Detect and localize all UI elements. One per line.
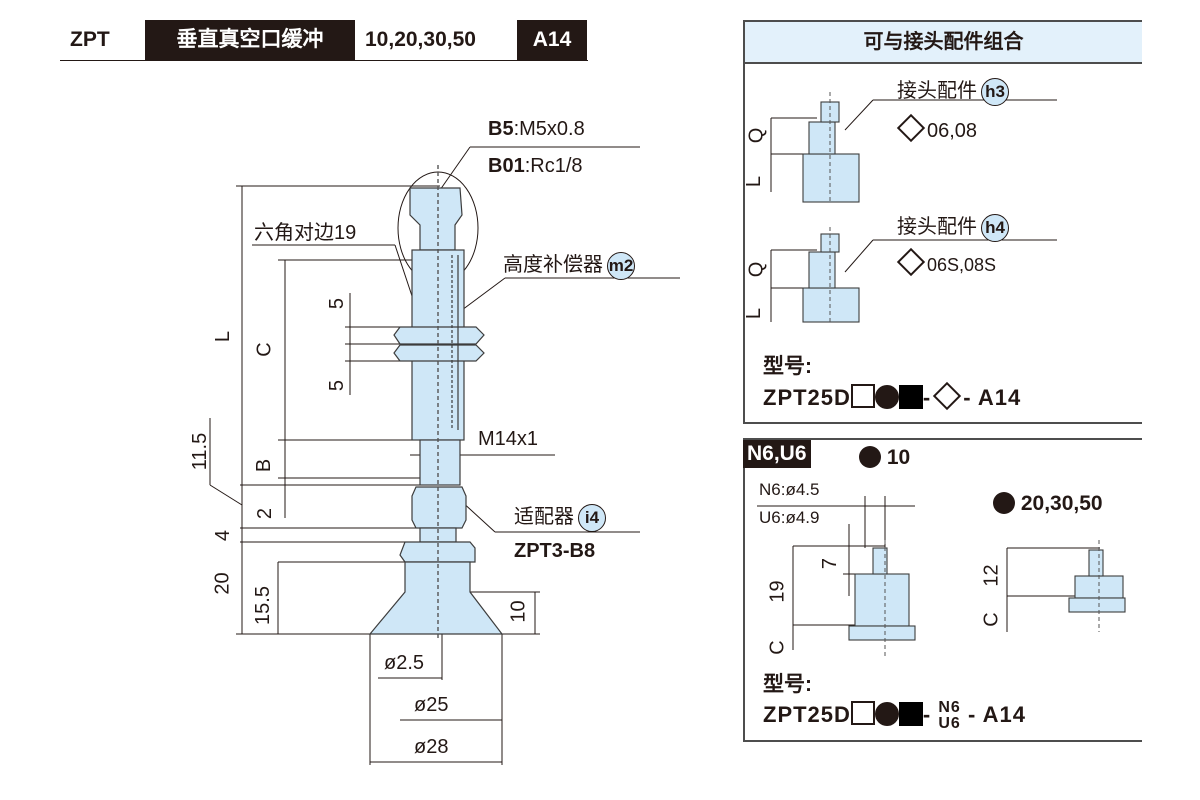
dim-C-small: C [766, 640, 789, 655]
h3-dim-L: L [743, 175, 766, 188]
square-filled-icon [898, 385, 923, 409]
barb-tag: N6,U6 [743, 440, 811, 468]
n6-diameter: N6:ø4.5 [759, 480, 820, 499]
dim-10: 10 [507, 600, 530, 623]
diamond-icon [933, 381, 962, 411]
dim-11-5: 11.5 [189, 432, 212, 471]
circle-filled-icon [874, 701, 899, 726]
dim-19: 19 [766, 580, 789, 603]
square-filled-icon [898, 701, 923, 726]
adapter-model: ZPT3-B8 [514, 540, 596, 562]
fitting-panel-title: 可与接头配件组合 [745, 22, 1142, 64]
h4-fitting-body [802, 287, 860, 323]
port-b5-code: B5 [488, 118, 514, 140]
lock-nut-lower [393, 344, 485, 362]
dim-7: 7 [819, 557, 842, 570]
h4-options: 06S,08S [895, 247, 996, 277]
dim-nut-top: 5 [326, 297, 349, 310]
callout-h4: h4 [981, 213, 1009, 242]
dim-2: 2 [254, 507, 277, 520]
h4-label-text: 接头配件 [897, 216, 977, 238]
fitting-model-label: 型号: [763, 355, 812, 378]
square-outline-icon [850, 700, 875, 725]
diamond-icon [896, 247, 926, 277]
hex-across-flats-label: 六角对边19 [254, 222, 357, 244]
size-large-label: 20,30,50 [993, 492, 1103, 516]
product-title: 垂直真空口缓冲 [145, 20, 355, 60]
dim-C: C [253, 342, 276, 357]
circle-filled-icon [874, 385, 899, 409]
port-b01-label: B01:Rc1/8 [488, 155, 583, 178]
diamond-icon [896, 113, 926, 143]
circle-filled-icon [859, 446, 881, 468]
callout-m2: m2 [607, 251, 635, 280]
barb-fitting-panel: N6,U6 10 20,30,50 N6:ø4.5 U6:ø4.9 [743, 438, 1142, 742]
callout-h3: h3 [981, 77, 1009, 106]
size-small-label: 10 [859, 446, 910, 470]
fitting-drawings [770, 92, 1057, 323]
h3-dim-Q: Q [745, 127, 768, 144]
dim-C-large: C [980, 612, 1003, 627]
adapter-hex [411, 486, 467, 529]
lock-nut-upper [393, 326, 485, 345]
u6-diameter: U6:ø4.9 [759, 508, 820, 527]
h3-label-text: 接头配件 [897, 80, 977, 102]
port-b5-spec: :M5x0.8 [513, 118, 585, 140]
h3-fitting-body [802, 153, 860, 203]
thread-label: M14x1 [478, 428, 539, 450]
circle-filled-icon [993, 492, 1015, 514]
dim-12: 12 [980, 564, 1003, 587]
port-b01-spec: :Rc1/8 [524, 155, 583, 177]
callout-i4: i4 [578, 503, 606, 532]
dim-dia-28: ø28 [414, 736, 449, 758]
barb-drawings [757, 496, 1126, 658]
dim-L: L [212, 330, 235, 343]
dim-dia-2-5: ø2.5 [384, 652, 425, 674]
top-hex-fitting [409, 187, 463, 251]
dim-15-5: 15.5 [251, 586, 274, 625]
series-label: ZPT [70, 28, 110, 51]
barb-10-nipple [872, 547, 888, 575]
dim-nut-bottom: 5 [326, 379, 349, 392]
shaft [419, 439, 461, 486]
adapter-text: 适配器 [514, 506, 574, 528]
compensator-text: 高度补偿器 [503, 254, 603, 276]
h3-fitting-nut [808, 121, 836, 155]
port-b01-code: B01 [488, 155, 525, 177]
h4-dim-L: L [743, 307, 766, 320]
barb-10-body [854, 573, 910, 627]
h3-options: 06,08 [895, 113, 977, 143]
h4-dim-Q: Q [745, 261, 768, 278]
port-b5-label: B5:M5x0.8 [488, 118, 585, 141]
model-code: A14 [517, 20, 587, 60]
main-dimension-drawing [209, 146, 680, 765]
dim-dia-25: ø25 [414, 694, 449, 716]
size-list: 10,20,30,50 [365, 28, 476, 51]
barb-model-label: 型号: [763, 673, 812, 696]
fitting-model-code: ZPT25D-- A14 [763, 381, 1021, 411]
header-divider [60, 60, 588, 61]
barb-large-body [1074, 575, 1124, 599]
barb-large-nipple [1088, 549, 1104, 577]
square-outline-icon [850, 384, 875, 408]
dim-4: 4 [212, 529, 235, 542]
dim-B: B [253, 458, 276, 473]
suction-cup [368, 561, 504, 635]
dim-20: 20 [211, 572, 234, 595]
h4-fitting-nut [808, 251, 836, 289]
